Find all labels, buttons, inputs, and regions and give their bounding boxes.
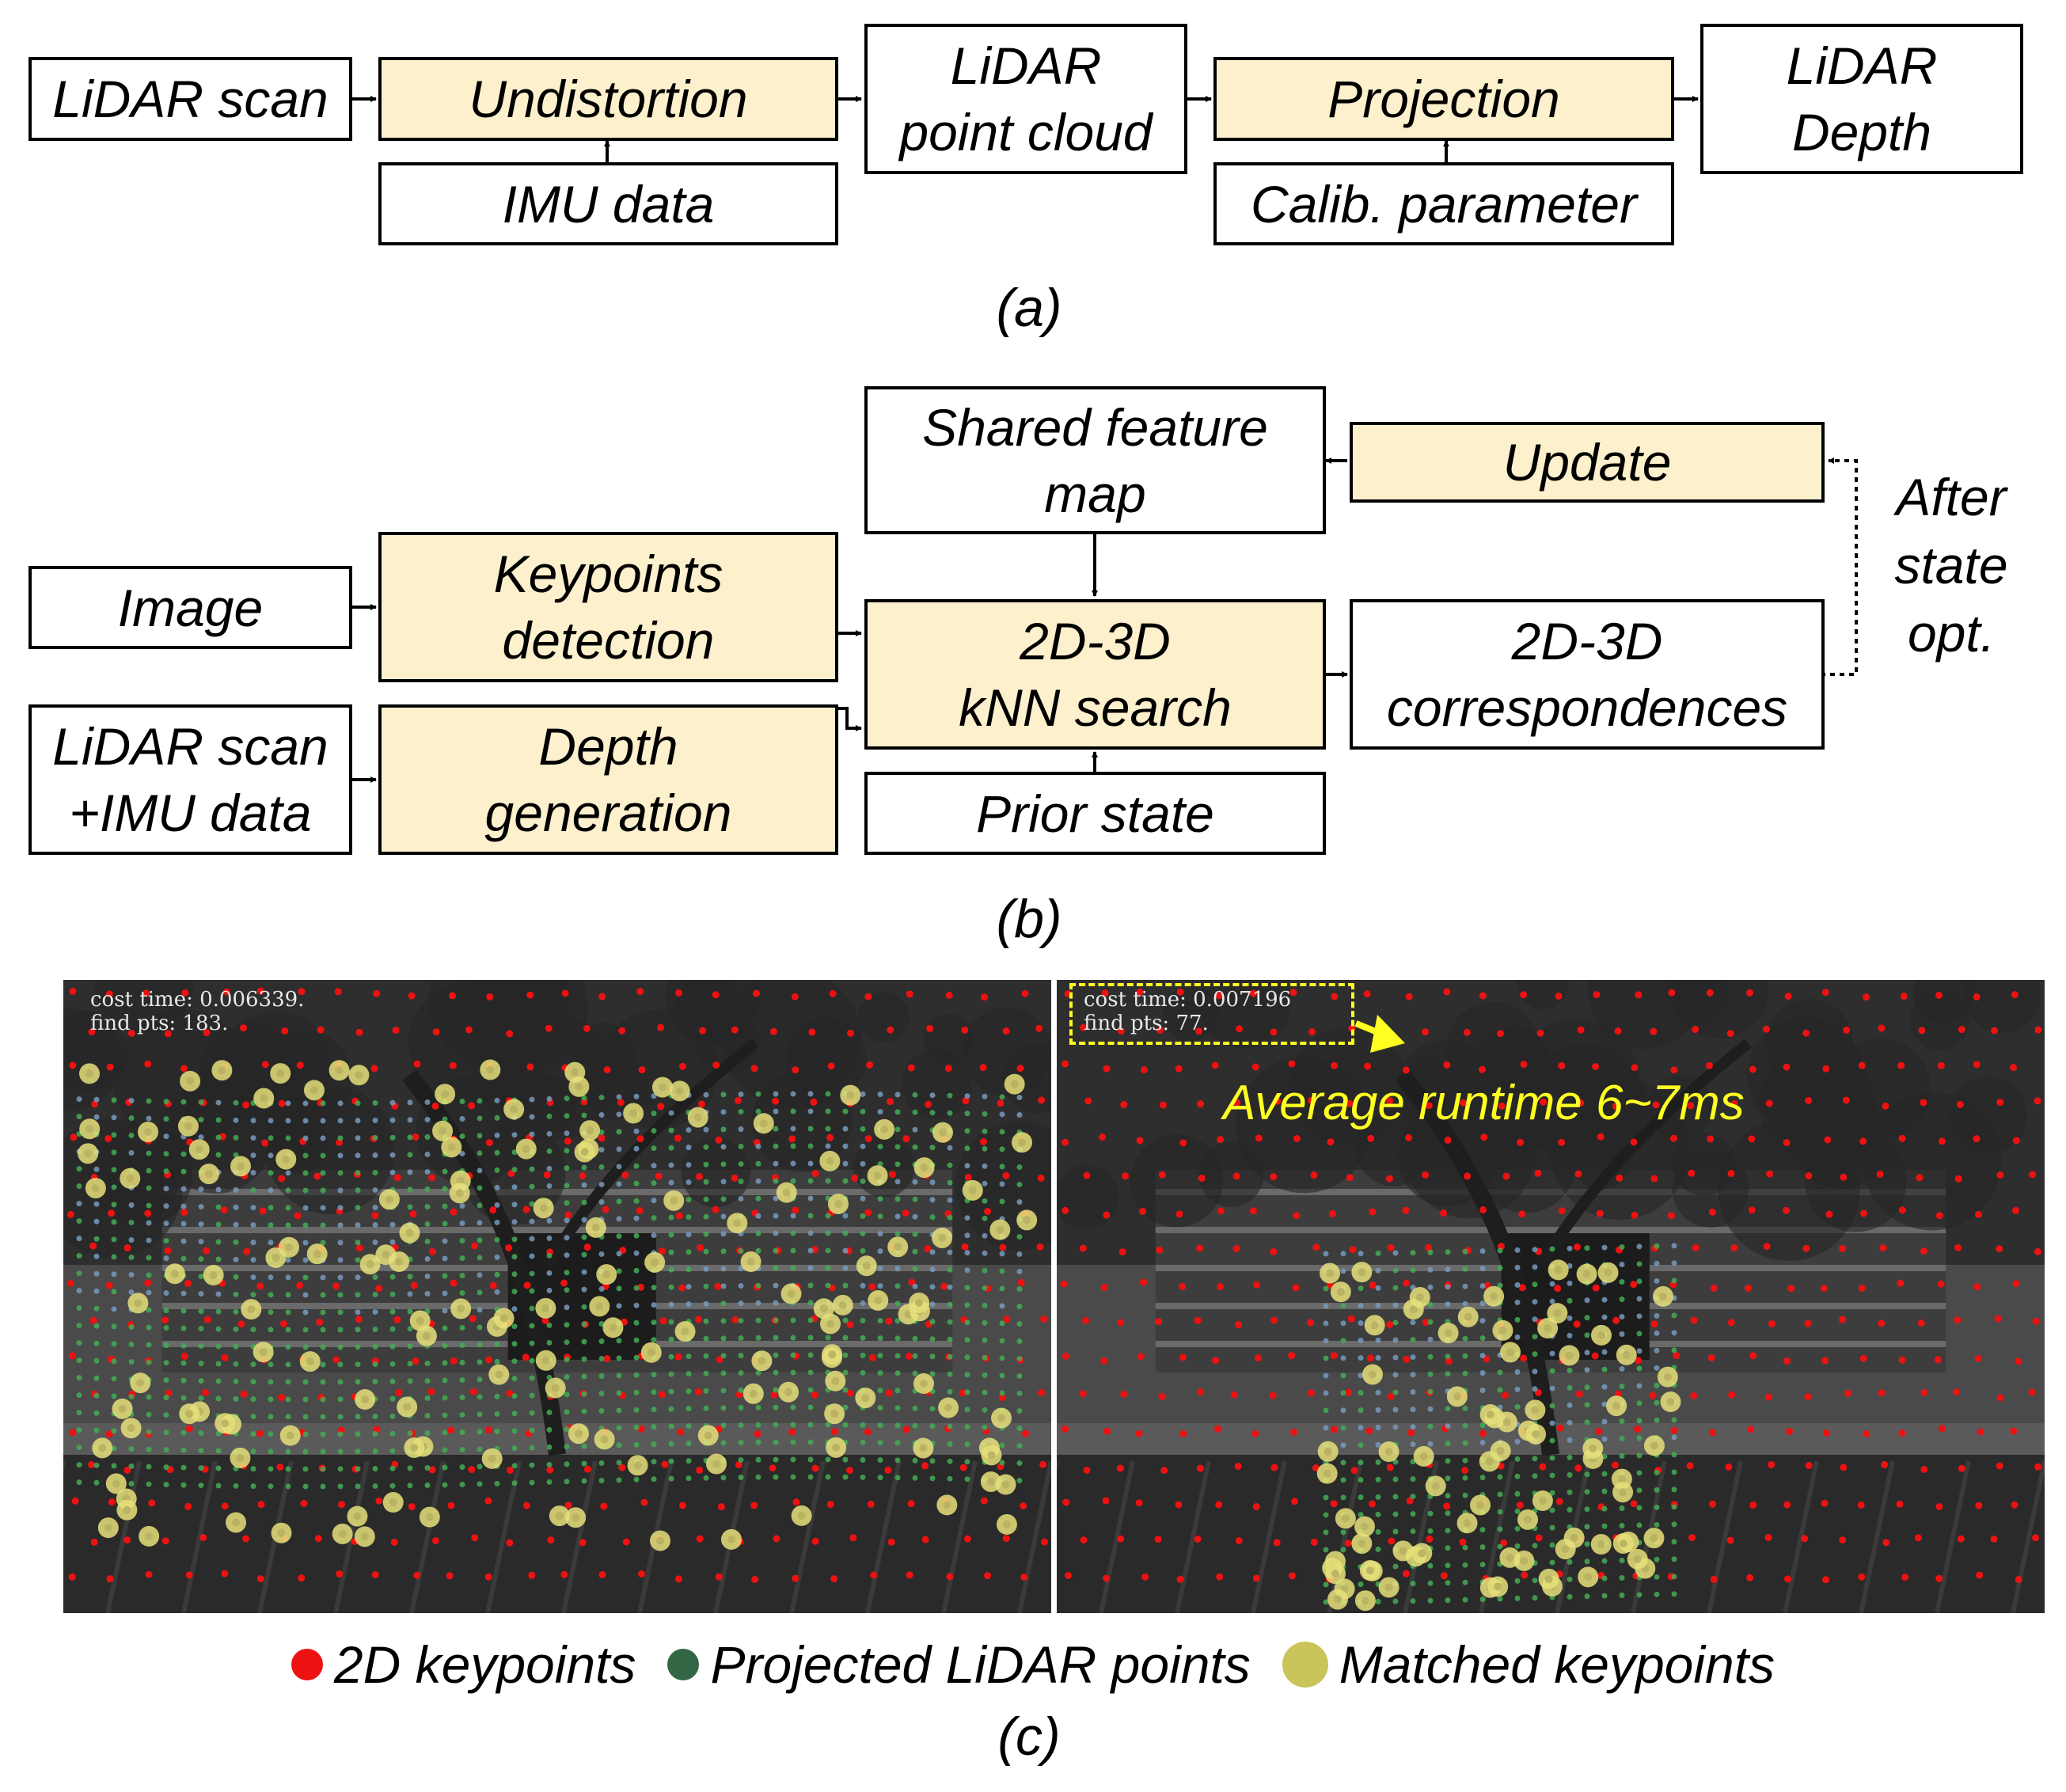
after-state-opt-label: After state opt.	[1894, 468, 2008, 663]
legend-label: Projected LiDAR points	[710, 1635, 1251, 1694]
prior-state-box: Prior state	[864, 772, 1326, 855]
keypoints-detection-box: Keypoints detection	[378, 532, 838, 682]
camera-image-right: cost time: 0.007196 find pts: 77. Averag…	[1057, 980, 2045, 1613]
legend-label: 2D keypoints	[333, 1635, 636, 1694]
shared-feature-map-box: Shared feature map	[864, 386, 1326, 534]
lidar-scan-box: LiDAR scan	[28, 57, 352, 141]
knn-search-box: 2D-3D kNN search	[864, 599, 1326, 750]
caption-b: (b)	[996, 889, 1062, 949]
arrow-depthgen-to-knn	[838, 707, 862, 731]
legend-item-2d-keypoints: 2D keypoints	[291, 1634, 636, 1695]
correspondences-box: 2D-3D correspondences	[1350, 599, 1825, 750]
undistortion-box: Undistortion	[378, 57, 838, 141]
arrow-corr-to-update-dotted	[1821, 457, 1858, 676]
legend: 2D keypoints Projected LiDAR points Matc…	[0, 1634, 2066, 1695]
keypoint-overlay-right	[1057, 980, 2045, 1613]
green-dot-icon	[667, 1649, 700, 1680]
imu-data-box: IMU data	[378, 162, 838, 245]
legend-item-matched-keypoints: Matched keypoints	[1282, 1634, 1775, 1695]
projection-box: Projection	[1213, 57, 1674, 141]
cost-time-overlay-right: cost time: 0.007196 find pts: 77.	[1084, 988, 1292, 1035]
calib-parameter-box: Calib. parameter	[1213, 162, 1674, 245]
lidar-point-cloud-box: LiDAR point cloud	[864, 24, 1187, 174]
red-dot-icon	[291, 1649, 323, 1680]
update-box: Update	[1350, 422, 1825, 503]
cost-time-overlay-left: cost time: 0.006339. find pts: 183.	[90, 988, 305, 1035]
legend-label: Matched keypoints	[1339, 1635, 1775, 1694]
lidar-depth-box: LiDAR Depth	[1700, 24, 2023, 174]
lidar-imu-box: LiDAR scan +IMU data	[28, 704, 352, 855]
image-box: Image	[28, 566, 352, 649]
average-runtime-annotation: Average runtime 6~7ms	[1223, 1076, 1745, 1130]
caption-a: (a)	[996, 278, 1062, 338]
highlight-dashed-box	[1069, 983, 1354, 1045]
legend-item-projected-lidar: Projected LiDAR points	[667, 1634, 1251, 1695]
keypoint-overlay-left	[63, 980, 1051, 1613]
depth-generation-box: Depth generation	[378, 704, 838, 855]
caption-c: (c)	[997, 1707, 1061, 1767]
annotation-arrow	[1354, 1015, 1405, 1053]
yellow-dot-icon	[1282, 1642, 1328, 1688]
camera-image-left: cost time: 0.006339. find pts: 183.	[63, 980, 1051, 1613]
